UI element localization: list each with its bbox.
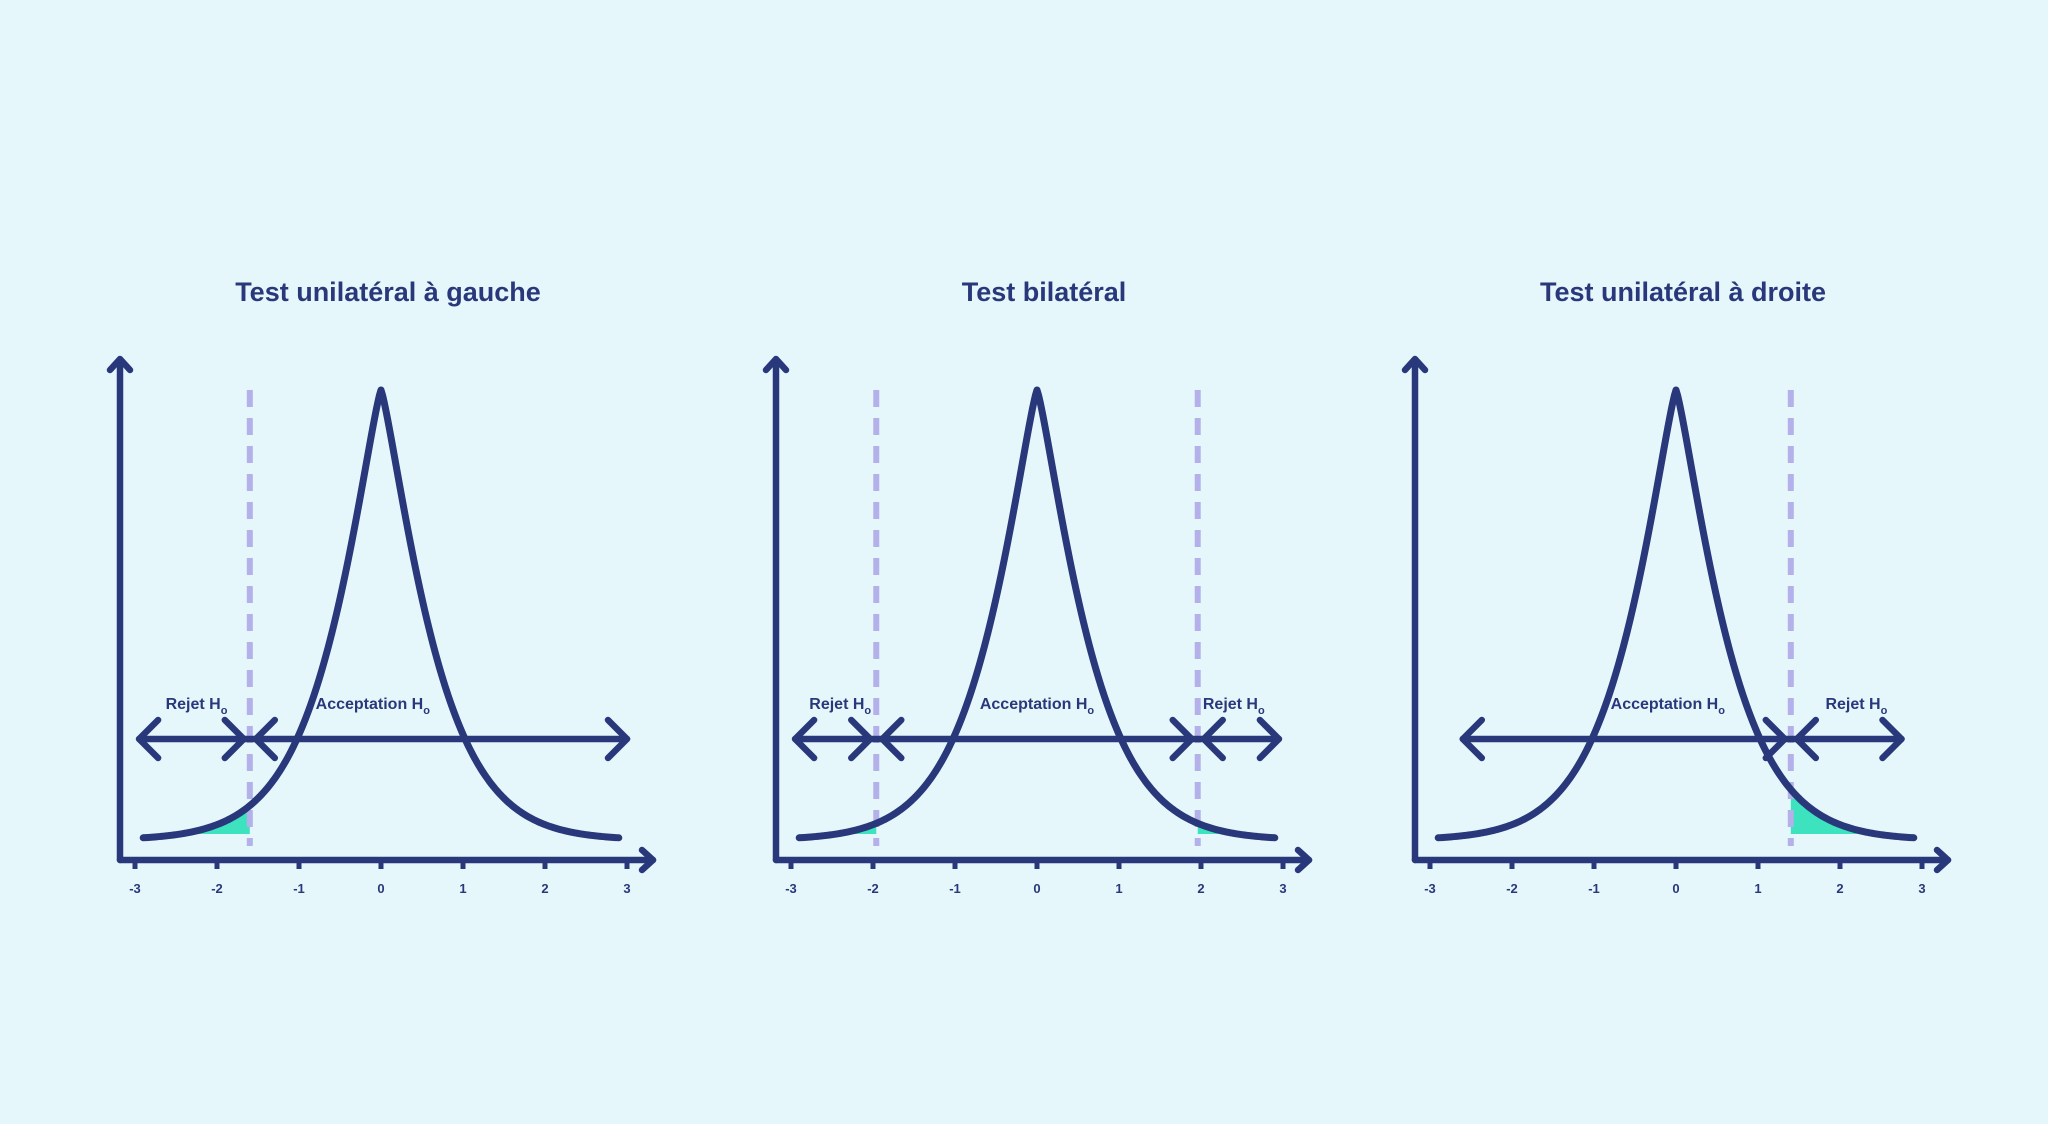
x-tick-label: 2 <box>541 881 548 896</box>
zone-label: Acceptation Ho <box>316 696 431 717</box>
panel-title: Test unilatéral à droite <box>1540 277 1826 307</box>
y-axis-arrowhead <box>1401 355 1429 374</box>
zone-arrowhead-left <box>1793 716 1820 762</box>
x-tick-label: 3 <box>623 881 630 896</box>
zone-label: Acceptation Ho <box>1611 696 1726 717</box>
y-axis-arrowhead <box>762 355 790 374</box>
zone-label: Rejet Ho <box>166 696 228 717</box>
x-tick-label: 1 <box>1115 881 1122 896</box>
panel-left: Test unilatéral à gauche -3 -2 -1 0 1 2 3 Rejet … <box>106 277 657 896</box>
x-tick-label: 1 <box>459 881 466 896</box>
zone-arrowhead-right <box>1879 716 1905 762</box>
zone-arrowhead-left <box>252 716 279 762</box>
panel-both: Test bilatéral -3 -2 -1 0 1 2 3 Rejet Ho Acceptat… <box>762 277 1313 896</box>
x-tick-label: 0 <box>1033 881 1040 896</box>
x-axis-arrowhead <box>638 846 657 874</box>
distribution-curve <box>139 386 623 842</box>
zone-arrowhead-left <box>1200 716 1226 762</box>
zone-arrowhead-right <box>848 716 874 762</box>
zone-label: Rejet Ho <box>809 696 871 717</box>
zone-arrowhead-left <box>135 716 162 762</box>
x-tick-label: -1 <box>1588 881 1600 896</box>
zone-arrowhead-right <box>1169 716 1195 762</box>
y-axis-arrowhead <box>106 355 134 374</box>
rejection-area-right <box>1790 789 1914 838</box>
x-tick-label: -3 <box>785 881 797 896</box>
x-tick-label: 0 <box>377 881 384 896</box>
x-tick-label: -2 <box>211 881 223 896</box>
x-tick-label: 2 <box>1197 881 1204 896</box>
x-tick-label: -2 <box>867 881 879 896</box>
x-tick-label: -2 <box>1506 881 1518 896</box>
x-tick-label: 3 <box>1918 881 1925 896</box>
x-tick-label: -1 <box>293 881 305 896</box>
panel-title: Test unilatéral à gauche <box>235 277 541 307</box>
zone-arrowhead-left <box>879 716 905 762</box>
panel-title: Test bilatéral <box>962 277 1127 307</box>
x-tick-label: 3 <box>1279 881 1286 896</box>
x-tick-label: -1 <box>949 881 961 896</box>
zone-arrowhead-right <box>1256 716 1283 762</box>
x-tick-label: -3 <box>129 881 141 896</box>
x-tick-label: 2 <box>1836 881 1843 896</box>
zone-arrowhead-right <box>221 716 248 762</box>
zone-arrowhead-right <box>1762 716 1789 762</box>
distribution-curve <box>795 386 1279 842</box>
distribution-curve <box>1434 386 1918 842</box>
rejection-area-left <box>143 805 250 838</box>
x-tick-label: -3 <box>1424 881 1436 896</box>
zone-label: Acceptation Ho <box>980 696 1095 717</box>
zone-label: Rejet Ho <box>1825 696 1887 717</box>
x-tick-label: 0 <box>1672 881 1679 896</box>
x-axis-arrowhead <box>1294 846 1313 874</box>
x-axis-arrowhead <box>1933 846 1952 874</box>
panel-right: Test unilatéral à droite -3 -2 -1 0 1 2 3 Accept… <box>1401 277 1952 896</box>
zone-label: Rejet Ho <box>1203 696 1265 717</box>
zone-arrowhead-left <box>791 716 818 762</box>
x-tick-label: 1 <box>1754 881 1761 896</box>
zone-arrowhead-right <box>604 716 631 762</box>
zone-arrowhead-left <box>1459 716 1486 762</box>
